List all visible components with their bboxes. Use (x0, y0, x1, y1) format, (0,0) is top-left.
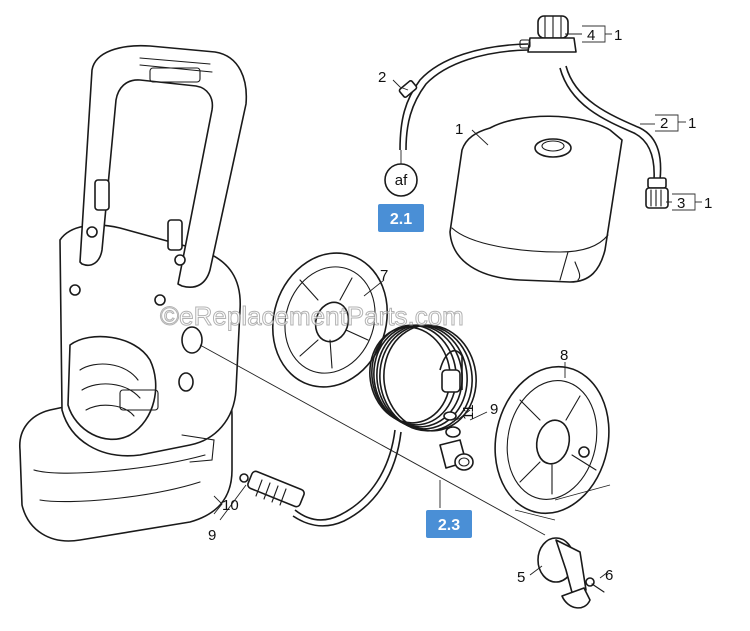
label-2-right-hose: 2 (660, 115, 668, 132)
label-4-cap: 4 (587, 27, 595, 44)
label-9-fitting: 9 (490, 401, 498, 418)
pressure-hose (294, 429, 396, 521)
suction-hose-right (565, 65, 662, 181)
ref-2-1-text: 2.1 (390, 211, 412, 228)
label-2-qty: 1 (688, 115, 696, 132)
part-labels: 1 2 2 1 3 1 4 1 7 8 9 11 10 9 5 6 (208, 27, 712, 586)
reference-badge-2-3[interactable]: 2.3 (426, 510, 472, 538)
reel-plate-left (271, 252, 389, 388)
crank-screw (585, 577, 605, 593)
suction-hose-right-inner (559, 67, 655, 181)
label-4-qty: 1 (614, 27, 622, 44)
label-2-left-hose: 2 (378, 69, 386, 86)
tank-cap (519, 15, 577, 53)
suction-hose-left (399, 43, 529, 151)
watermark-text: ©eReplacementParts.com (160, 301, 464, 331)
label-10-coupling: 10 (222, 497, 239, 514)
label-6-screw: 6 (605, 567, 613, 584)
callout-bubble-af: af (384, 163, 418, 197)
label-11-oring: 11 (460, 404, 477, 420)
label-1-tank: 1 (455, 121, 463, 138)
detergent-tank (449, 115, 623, 283)
label-8-right-plate: 8 (560, 347, 568, 364)
label-3-qty: 1 (704, 195, 712, 212)
reel-plate-right (494, 365, 610, 515)
ref-2-3-text: 2.3 (438, 517, 460, 534)
reference-badge-2-1[interactable]: 2.1 (378, 204, 424, 232)
suction-filter (645, 177, 669, 209)
label-3-filter: 3 (677, 195, 685, 212)
reel-crank (537, 537, 591, 609)
hose-coupling (239, 470, 305, 508)
swivel-fittings (439, 411, 474, 471)
suction-hose-left-inner (405, 49, 529, 151)
assembly-lines (199, 344, 611, 536)
machine-frame (19, 44, 248, 542)
label-7-left-plate: 7 (380, 267, 388, 284)
hose-coil (369, 324, 477, 432)
leader-lines (213, 25, 702, 579)
label-5-crank: 5 (517, 569, 525, 586)
bubble-af-text: af (395, 172, 408, 189)
label-9-coupling: 9 (208, 527, 216, 544)
pressure-hose-inner (292, 431, 402, 527)
